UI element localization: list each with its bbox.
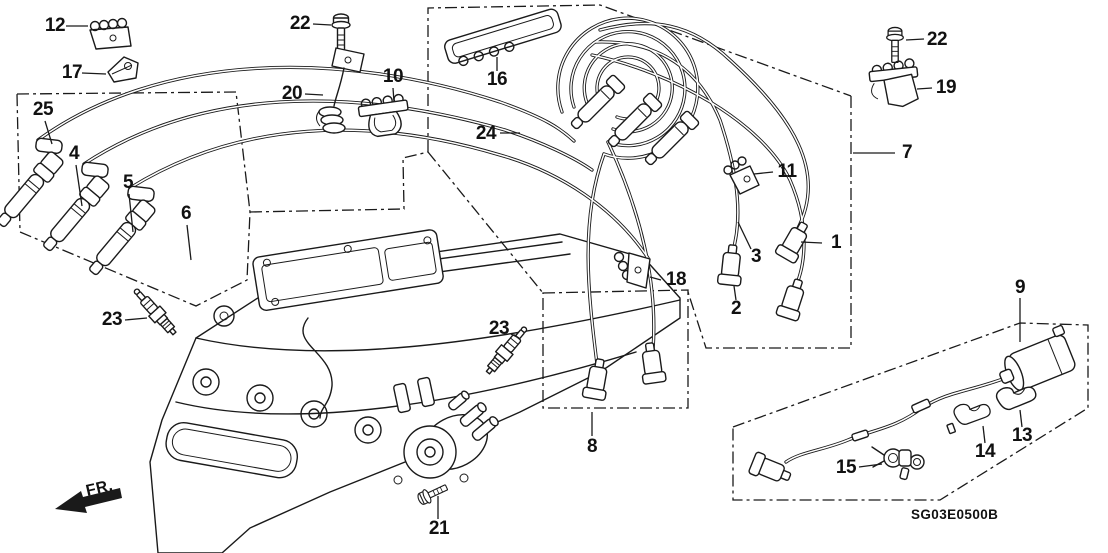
callout-15: 15	[835, 457, 857, 478]
harness-clamp-15	[871, 446, 925, 481]
coiled-wire-assembly-24	[570, 74, 700, 166]
engine-silhouette	[149, 233, 681, 553]
leader-22-left	[312, 23, 332, 26]
bracket-17	[107, 56, 139, 83]
callout-25: 25	[32, 99, 54, 120]
leader-20	[304, 93, 324, 96]
coil-wire-boot	[747, 450, 795, 489]
callout-6: 6	[180, 203, 192, 224]
leader-14	[982, 425, 986, 444]
callout-23-center: 23	[488, 318, 510, 339]
callout-21: 21	[428, 518, 450, 539]
bolt-22-right	[886, 26, 904, 64]
leader-10	[392, 87, 395, 103]
igniter-unit	[252, 229, 444, 312]
leader-23-center	[510, 333, 520, 339]
diagram-code: SG03E0500B	[911, 507, 999, 522]
callout-3: 3	[750, 246, 762, 267]
group-box-24-connector	[427, 151, 544, 294]
bolt-21	[415, 480, 451, 508]
leader-22-right	[905, 38, 925, 41]
wire-boot-2	[716, 243, 746, 287]
callout-12: 12	[44, 15, 66, 36]
wire-boot-8b	[637, 340, 668, 386]
wire-holder-cover-16	[444, 8, 562, 67]
callout-2: 2	[730, 298, 742, 319]
valve-cover-slot	[165, 421, 299, 479]
callout-9: 9	[1014, 277, 1026, 298]
callout-1: 1	[830, 232, 842, 253]
callout-10: 10	[382, 66, 404, 87]
coil-wire-assembly-9	[747, 324, 1076, 489]
leader-4	[75, 164, 83, 207]
wire-clamp-bracket-12	[89, 17, 132, 50]
spark-plug-tube-holes	[192, 368, 382, 444]
callout-24: 24	[475, 123, 497, 144]
callout-11: 11	[777, 161, 797, 182]
callout-20: 20	[281, 83, 303, 104]
callout-23-left: 23	[101, 309, 123, 330]
callout-16: 16	[486, 69, 508, 90]
leader-1	[800, 241, 823, 244]
callout-22-right: 22	[926, 29, 948, 50]
group-box-8	[542, 289, 689, 409]
leader-3	[737, 221, 752, 250]
bracket-20	[316, 47, 365, 134]
coil-wire-cap	[999, 324, 1076, 391]
engine-illustration	[149, 229, 681, 553]
wire-clamp-18	[613, 251, 651, 289]
leader-19	[916, 87, 933, 90]
leader-18	[649, 276, 662, 281]
callout-5: 5	[122, 172, 134, 193]
wire-clamp-10	[357, 93, 409, 138]
leader-25	[44, 120, 53, 145]
wire-clamp-19	[868, 58, 919, 108]
fr-direction-arrow	[55, 488, 122, 513]
bolt-22-left	[331, 13, 351, 53]
harness-clip-14	[946, 398, 993, 435]
wire-boot-1	[773, 217, 816, 265]
leader-lines	[44, 23, 1023, 519]
group-box-24	[427, 4, 852, 152]
wire-clamp-11	[723, 156, 760, 195]
leader-23-left	[124, 317, 148, 321]
leader-6	[186, 224, 192, 261]
oil-cap	[213, 305, 235, 327]
breather-tube	[302, 317, 333, 419]
spark-plug-wires	[36, 16, 1018, 464]
wire-boot-3	[774, 275, 811, 323]
callout-13: 13	[1011, 425, 1033, 446]
callout-7: 7	[901, 142, 913, 163]
leader-13	[1019, 409, 1023, 428]
leader-15	[858, 463, 883, 468]
distributor	[393, 376, 499, 485]
leader-17	[81, 72, 107, 75]
callout-8: 8	[586, 436, 598, 457]
group-box-25	[16, 91, 251, 307]
spark-plug-23-left	[128, 284, 181, 340]
callout-18: 18	[665, 269, 687, 290]
leader-11	[753, 171, 774, 175]
callout-22-left: 22	[289, 13, 311, 34]
callout-17: 17	[61, 62, 83, 83]
callout-4: 4	[68, 143, 80, 164]
group-box-7	[687, 96, 852, 349]
group-box-corridor	[249, 151, 429, 213]
callout-14: 14	[974, 441, 996, 462]
callout-19: 19	[935, 77, 957, 98]
leader-2	[733, 285, 737, 301]
leader-5	[128, 193, 134, 233]
